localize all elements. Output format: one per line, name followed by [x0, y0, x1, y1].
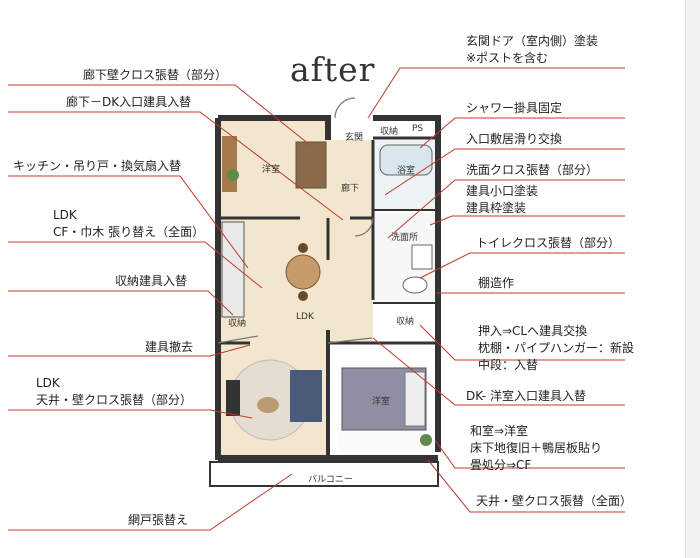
- annotation-entrance-door: 玄関ドア（室内側）塗装※ポストを含む: [466, 34, 599, 65]
- toilet: [402, 276, 428, 294]
- room-balcony: バルコニー: [308, 475, 353, 485]
- annotation-corridor-dk-door: 廊下－DK入口建具入替: [66, 95, 192, 109]
- balcony-outline: [209, 461, 439, 487]
- room-storage-2: 収納: [228, 319, 247, 329]
- plant: [227, 169, 239, 181]
- kitchen-counter: [221, 221, 245, 318]
- sofa: [290, 370, 322, 422]
- room-ps: PS: [412, 124, 424, 134]
- annotation-bedroom-cloth: 天井・壁クロス張替（全面）: [476, 494, 633, 508]
- washbasin: [411, 244, 433, 270]
- dining-chair: [298, 243, 308, 253]
- room-storage: 収納: [380, 127, 399, 137]
- tv-stand: [226, 380, 240, 416]
- annotation-door-removal: 建具撤去: [145, 340, 194, 354]
- leader-lines-right: [367, 67, 625, 513]
- room-closet: 収納: [396, 317, 415, 327]
- annotation-threshold: 入口敷居滑り交換: [466, 132, 563, 146]
- dining-table: [285, 254, 321, 290]
- door-swings: [217, 97, 374, 344]
- annotation-japanese-room: 和室⇒洋室床下地復旧＋鴨居板貼り畳処分⇒CF: [470, 424, 603, 472]
- room-western-1: 洋室: [262, 165, 281, 175]
- plant: [420, 434, 432, 446]
- dining-chair: [298, 291, 308, 301]
- bathtub: [379, 144, 433, 176]
- room-washroom: 洗面所: [391, 233, 419, 243]
- annotation-shower: シャワー掛具固定: [466, 101, 563, 115]
- annotation-kitchen: キッチン・吊り戸・換気扇入替: [13, 159, 182, 173]
- leader-lines-left: [8, 84, 344, 531]
- annotation-door-paint: 建具小口塗装建具枠塗装: [466, 184, 539, 215]
- annotation-closet: 押入⇒CLへ建具交換枕棚・パイプハンガー：新設中段：入替: [478, 324, 635, 372]
- svg-text:.: .: [10, 0, 15, 4]
- annotation-dk-western-door: DK- 洋室入口建具入替: [466, 389, 586, 403]
- annotation-toilet-cloth: トイレクロス張替（部分）: [476, 236, 621, 250]
- shelf: [222, 136, 237, 192]
- room-western-2: 洋室: [372, 397, 391, 407]
- room-hallway: 廊下: [341, 184, 360, 194]
- page-edge: [685, 0, 700, 558]
- pillow: [404, 371, 426, 427]
- room-ldk: LDK: [296, 312, 314, 322]
- coffee-table: [257, 397, 279, 413]
- room-entrance: 玄関: [345, 133, 364, 143]
- room-bathroom: 浴室: [397, 166, 416, 176]
- annotation-shelf: 棚造作: [478, 276, 515, 290]
- annotation-storage-door: 収納建具入替: [115, 274, 188, 288]
- annotation-corridor-cloth: 廊下壁クロス張替（部分）: [83, 68, 228, 82]
- walls: [215, 115, 441, 461]
- annotation-washroom-cloth: 洗面クロス張替（部分）: [466, 163, 599, 177]
- page-title: after: [290, 50, 376, 89]
- desk: [295, 141, 327, 189]
- annotation-screen-door: 網戸張替え: [128, 513, 189, 527]
